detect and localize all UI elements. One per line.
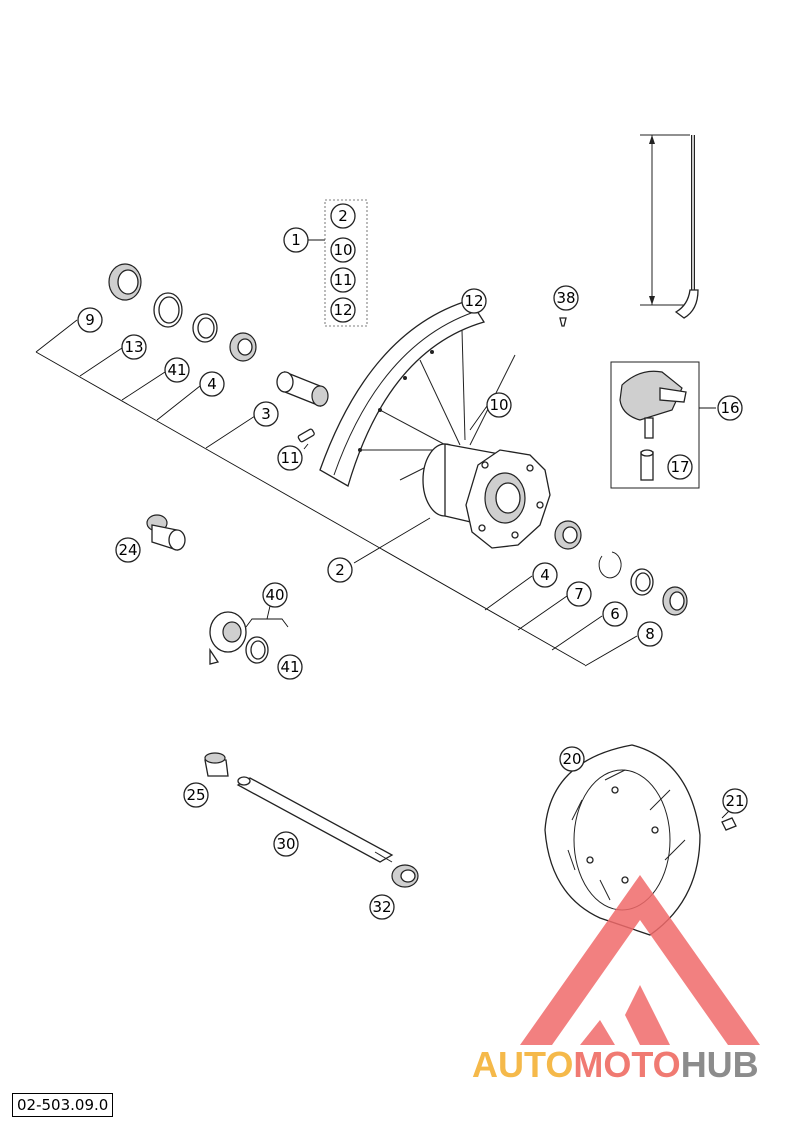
callout-9: 9 (77, 307, 103, 333)
wordmark-hub: HUB (681, 1044, 759, 1085)
wordmark-moto: MOTO (573, 1044, 680, 1085)
callout-1: 1 (283, 227, 309, 253)
part-bearing-4-right (554, 520, 582, 550)
part-bushing-24 (146, 514, 186, 551)
svg-text:20: 20 (562, 750, 581, 768)
svg-text:4: 4 (207, 375, 217, 393)
callout-20: 20 (559, 746, 585, 772)
svg-text:3: 3 (261, 405, 271, 423)
svg-text:38: 38 (556, 289, 575, 307)
svg-text:4: 4 (540, 566, 550, 584)
callout-21: 21 (722, 788, 748, 814)
part-bearing-4 (229, 332, 257, 362)
callout-group-11: 11 (330, 267, 356, 293)
part-spacer-3 (276, 371, 329, 407)
part-hub-2 (422, 443, 551, 549)
svg-text:41: 41 (280, 658, 299, 676)
callout-25: 25 (183, 782, 209, 808)
part-speedo-drive-40 (209, 611, 269, 665)
callout-6: 6 (602, 601, 628, 627)
part-nipple-11 (297, 428, 315, 443)
svg-text:2: 2 (338, 207, 348, 225)
svg-text:6: 6 (610, 605, 620, 623)
leader-lines (35, 134, 731, 819)
svg-text:24: 24 (118, 541, 137, 559)
svg-text:11: 11 (333, 271, 352, 289)
callouts: 1 2 10 11 12 9 13 41 4 3 11 12 10 38 16 … (77, 203, 748, 920)
part-spoke (674, 135, 699, 319)
svg-text:12: 12 (333, 301, 352, 319)
svg-text:1: 1 (291, 231, 301, 249)
part-38 (559, 317, 567, 327)
part-valve-16 (619, 370, 687, 439)
callout-group-12: 12 (330, 297, 356, 323)
svg-text:7: 7 (574, 585, 584, 603)
callout-16: 16 (717, 395, 743, 421)
callout-10: 10 (486, 392, 512, 418)
callout-24: 24 (115, 537, 141, 563)
part-rim-12 (319, 299, 486, 487)
callout-41: 41 (164, 357, 190, 383)
part-valve-core-17 (640, 449, 654, 481)
svg-text:8: 8 (645, 625, 655, 643)
svg-text:41: 41 (167, 361, 186, 379)
callout-41-lower: 41 (277, 654, 303, 680)
wordmark-auto: AUTO (472, 1044, 573, 1085)
callout-13: 13 (121, 334, 147, 360)
callout-8: 8 (637, 621, 663, 647)
callout-group-2: 2 (330, 203, 356, 229)
callout-17: 17 (667, 454, 693, 480)
part-axle-30 (236, 776, 394, 863)
svg-text:10: 10 (333, 241, 352, 259)
diagram-code: 02-503.09.0 (12, 1093, 114, 1117)
svg-text:9: 9 (85, 311, 95, 329)
callout-40: 40 (262, 582, 288, 608)
svg-text:17: 17 (670, 458, 689, 476)
part-spacer-25 (204, 752, 229, 777)
part-ring-13 (153, 292, 183, 328)
part-ring-6 (630, 568, 654, 596)
part-circlip-41 (192, 313, 218, 343)
watermark-logo (520, 875, 760, 1045)
svg-text:11: 11 (280, 449, 299, 467)
svg-text:21: 21 (725, 792, 744, 810)
callout-7: 7 (566, 581, 592, 607)
parts (108, 135, 737, 936)
callout-group-10: 10 (330, 237, 356, 263)
callout-4-right: 4 (532, 562, 558, 588)
svg-text:40: 40 (265, 586, 284, 604)
part-nut-32 (391, 864, 419, 888)
svg-text:32: 32 (372, 898, 391, 916)
callout-30: 30 (273, 831, 299, 857)
callout-11: 11 (277, 445, 303, 471)
callout-4: 4 (199, 371, 225, 397)
part-bolt-21 (721, 817, 737, 831)
callout-3: 3 (253, 401, 279, 427)
callout-12: 12 (461, 288, 487, 314)
callout-38: 38 (553, 285, 579, 311)
part-seal-8 (662, 586, 688, 616)
svg-text:10: 10 (489, 396, 508, 414)
callout-2: 2 (327, 557, 353, 583)
svg-text:12: 12 (464, 292, 483, 310)
svg-text:25: 25 (186, 786, 205, 804)
svg-text:2: 2 (335, 561, 345, 579)
part-seal-9 (108, 263, 142, 301)
svg-text:13: 13 (124, 338, 143, 356)
watermark-wordmark: AUTOMOTOHUB (472, 1044, 759, 1085)
part-circlip-7 (598, 551, 622, 579)
svg-text:30: 30 (276, 835, 295, 853)
svg-text:16: 16 (720, 399, 739, 417)
svg-text:AUTOMOTOHUB: AUTOMOTOHUB (472, 1044, 759, 1085)
callout-32: 32 (369, 894, 395, 920)
